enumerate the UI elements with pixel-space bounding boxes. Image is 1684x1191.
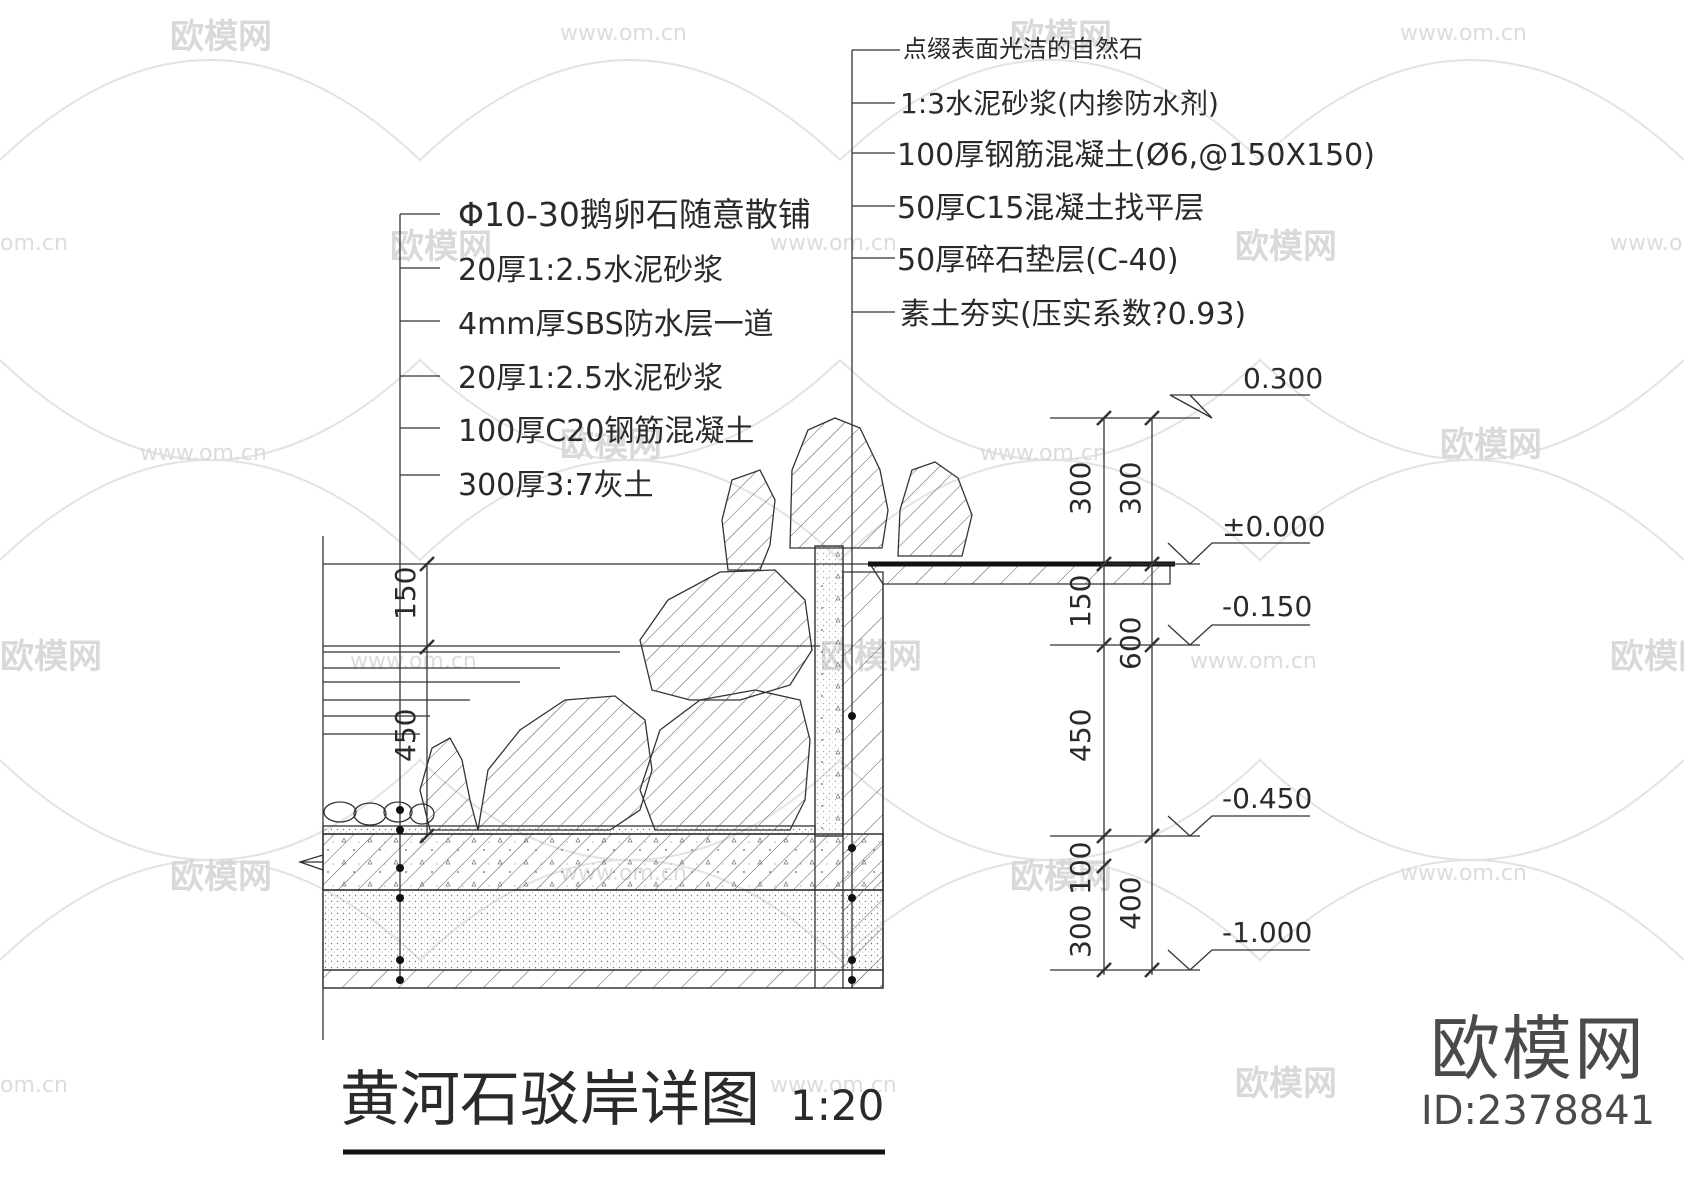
label-mortar-bottom: 20厚1:2.5水泥砂浆 bbox=[458, 361, 723, 396]
drawing-scale: 1:20 bbox=[790, 1081, 884, 1130]
dim-col1-450: 450 bbox=[1064, 709, 1097, 762]
left-dimension-lines bbox=[419, 556, 435, 844]
label-sbs: 4mm厚SBS防水层一道 bbox=[458, 307, 774, 342]
dim-left-450: 450 bbox=[389, 709, 422, 762]
watermark-url: www.om.cn bbox=[1400, 861, 1527, 886]
elevation-0150: -0.150 bbox=[1222, 590, 1312, 623]
watermark-brand: 欧模网 bbox=[1010, 17, 1112, 57]
brand-block: 欧模网 ID:2378841 bbox=[1418, 1010, 1658, 1134]
dim-col1-300: 300 bbox=[1064, 462, 1097, 515]
watermark-brand: 欧模网 bbox=[1610, 637, 1684, 677]
label-lime-soil: 300厚3:7灰土 bbox=[458, 468, 654, 503]
dim-col1-300b: 300 bbox=[1064, 905, 1097, 958]
natural-stones bbox=[419, 417, 973, 831]
label-gravel: 50厚碎石垫层(C-40) bbox=[897, 243, 1179, 278]
watermark-brand: 欧模网 bbox=[1235, 1064, 1337, 1104]
dim-col1-150: 150 bbox=[1064, 575, 1097, 628]
watermark-brand: 欧模网 bbox=[1010, 857, 1112, 897]
brand-id: ID:2378841 bbox=[1420, 1088, 1656, 1134]
title-block: 黄河石驳岸详图 1:20 bbox=[340, 1065, 884, 1135]
watermark-brand: 欧模网 bbox=[170, 17, 272, 57]
watermark-brand: 欧模网 bbox=[390, 227, 492, 267]
watermark-brand: 欧模网 bbox=[0, 637, 102, 677]
right-labels: 点缀表面光洁的自然石 1:3水泥砂浆(内掺防水剂) 100厚钢筋混凝土(Ø6,@… bbox=[897, 35, 1375, 332]
label-compacted-soil: 素土夯实(压实系数?0.93) bbox=[900, 297, 1246, 332]
label-c20: 100厚C20钢筋混凝土 bbox=[458, 414, 754, 449]
elevation-markers bbox=[1167, 394, 1310, 971]
dim-col2-600: 600 bbox=[1114, 617, 1147, 670]
right-dimension-lines bbox=[1050, 410, 1200, 978]
watermark-url: www.om.cn bbox=[770, 231, 897, 256]
watermark-layer: 欧模网 欧模网 欧模网 欧模网 欧模网 欧模网 欧模网 欧模网 欧模网 欧模网 … bbox=[0, 17, 1684, 1104]
drawing-title: 黄河石驳岸详图 bbox=[340, 1065, 760, 1135]
elevation-1000: -1.000 bbox=[1222, 916, 1312, 949]
watermark-url: www.om.cn bbox=[980, 441, 1107, 466]
label-natural-stone: 点缀表面光洁的自然石 bbox=[903, 35, 1143, 63]
label-pebbles: Φ10-30鹅卵石随意散铺 bbox=[458, 195, 811, 234]
watermark-url: www.om.cn bbox=[770, 1073, 897, 1098]
watermark-url: om.cn bbox=[0, 1073, 68, 1098]
dimension-labels: 300 150 450 100 300 300 600 400 150 450 bbox=[389, 462, 1147, 958]
dim-col2-300: 300 bbox=[1114, 462, 1147, 515]
label-mortar-waterproof: 1:3水泥砂浆(内掺防水剂) bbox=[900, 87, 1219, 120]
label-c15: 50厚C15混凝土找平层 bbox=[897, 191, 1204, 226]
watermark-url: om.cn bbox=[0, 231, 68, 256]
right-leaders bbox=[851, 49, 900, 988]
watermark-brand: 欧模网 bbox=[560, 425, 662, 465]
dim-left-150: 150 bbox=[389, 567, 422, 620]
pebbles bbox=[323, 801, 435, 826]
elevation-0300: 0.300 bbox=[1243, 362, 1323, 395]
brand-name: 欧模网 bbox=[1430, 1008, 1646, 1090]
left-leaders bbox=[399, 213, 440, 980]
watermark-url: www.om.cn bbox=[1610, 231, 1684, 256]
watermark-url: www.om.cn bbox=[1190, 649, 1317, 674]
leader-dots bbox=[396, 712, 856, 984]
lime-soil bbox=[322, 889, 884, 971]
watermark-brand: 欧模网 bbox=[1235, 227, 1337, 267]
label-mortar-top: 20厚1:2.5水泥砂浆 bbox=[458, 253, 723, 288]
dim-col2-400: 400 bbox=[1114, 877, 1147, 930]
elevation-0000: ±0.000 bbox=[1222, 510, 1326, 543]
dim-col1-100: 100 bbox=[1064, 842, 1097, 895]
watermark-url: www.om.cn bbox=[560, 21, 687, 46]
watermark-url: www.om.cn bbox=[140, 441, 267, 466]
elevation-labels: 0.300 ±0.000 -0.150 -0.450 -1.000 bbox=[1222, 362, 1326, 949]
watermark-brand: 欧模网 bbox=[170, 857, 272, 897]
label-rc-100: 100厚钢筋混凝土(Ø6,@150X150) bbox=[897, 138, 1375, 173]
watermark-brand: 欧模网 bbox=[1440, 425, 1542, 465]
elevation-0450: -0.450 bbox=[1222, 782, 1312, 815]
watermark-url: www.om.cn bbox=[350, 649, 477, 674]
watermark-url: www.om.cn bbox=[1400, 21, 1527, 46]
section-geometry bbox=[297, 49, 1310, 1155]
soil-bottom bbox=[322, 969, 884, 989]
left-labels: Φ10-30鹅卵石随意散铺 20厚1:2.5水泥砂浆 4mm厚SBS防水层一道 … bbox=[458, 195, 811, 503]
bank-soil bbox=[842, 571, 884, 989]
